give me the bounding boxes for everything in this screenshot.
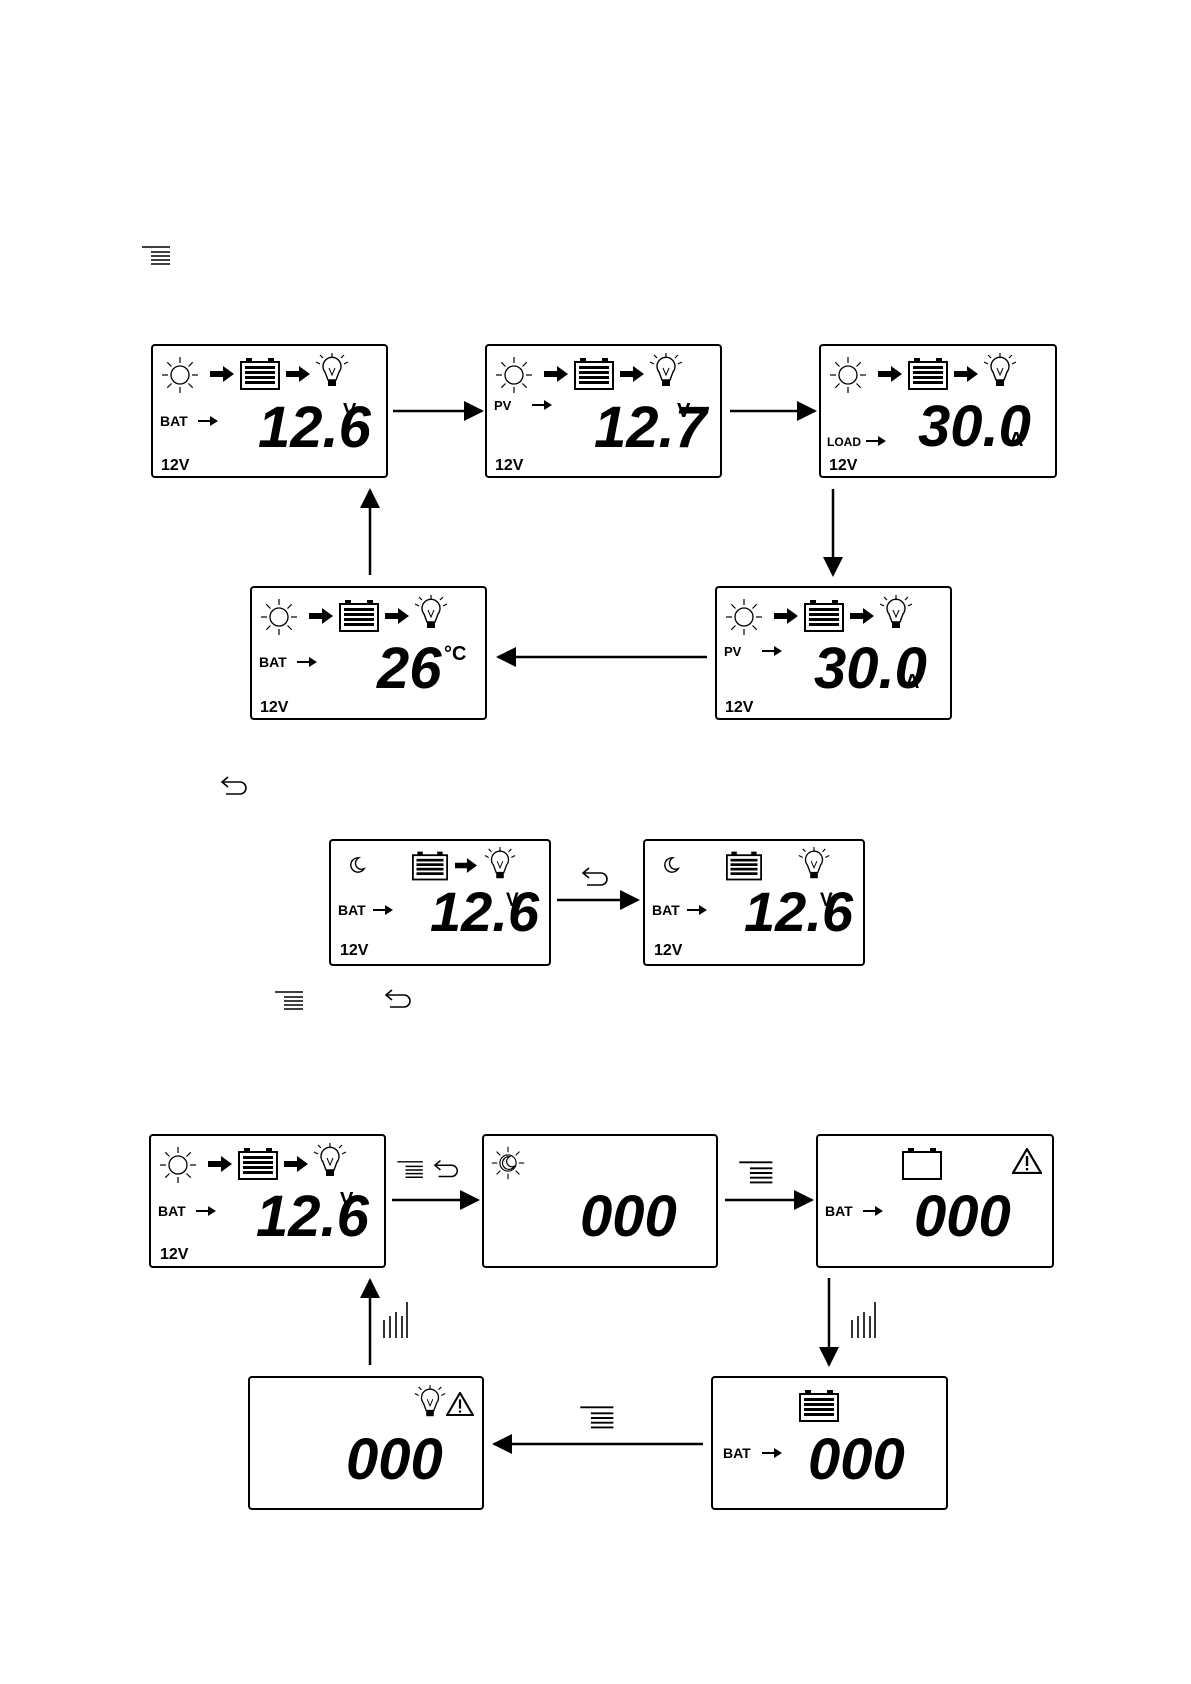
panel-unit: A <box>1009 429 1023 451</box>
return-icon <box>222 777 246 794</box>
menu-icon <box>275 992 303 1009</box>
bars-icon <box>852 1302 875 1338</box>
lcd-panel-pv-current: PV 30.0 A 12V <box>716 587 951 719</box>
panel-value: 12.6 <box>744 880 854 943</box>
panel-value: 000 <box>580 1184 677 1249</box>
lcd-panel-load-warning: 000 <box>249 1377 483 1509</box>
lcd-panel-pv-voltage: PV 12.7 V 12V <box>486 345 721 477</box>
panel-unit: V <box>677 400 691 422</box>
panel-label: BAT <box>259 654 287 670</box>
lcd-panel-battery-setting: BAT 000 <box>712 1377 947 1509</box>
return-icon <box>386 990 410 1007</box>
menu-icon <box>397 1162 422 1177</box>
panel-system-voltage: 12V <box>654 942 683 959</box>
menu-icon <box>580 1407 613 1427</box>
panel-value: 000 <box>346 1427 443 1492</box>
lcd-panel-battery-type: BAT 000 <box>817 1135 1053 1267</box>
panel-label: BAT <box>723 1445 751 1461</box>
panel-label: PV <box>724 644 742 659</box>
panel-system-voltage: 12V <box>340 942 369 959</box>
lcd-panel-load-current: LOAD 30.0 A 12V <box>820 345 1056 477</box>
lcd-panel-bat-voltage: BAT 12.6 V 12V <box>152 345 387 477</box>
return-icon <box>583 868 607 885</box>
panel-label: BAT <box>825 1203 853 1219</box>
panel-system-voltage: 12V <box>725 699 754 716</box>
panel-value: 000 <box>808 1427 905 1492</box>
panel-system-voltage: 12V <box>161 457 190 474</box>
menu-icon <box>142 247 170 264</box>
panel-label: BAT <box>158 1203 186 1219</box>
panel-system-voltage: 12V <box>160 1246 189 1263</box>
panel-value: 12.6 <box>430 880 540 943</box>
panel-value: 12.7 <box>594 395 710 460</box>
bars-icon <box>384 1302 407 1338</box>
menu-icon <box>739 1162 772 1182</box>
lcd-panel-setting-start: BAT 12.6 V 12V <box>150 1135 385 1267</box>
panel-label: LOAD <box>827 435 861 449</box>
panel-unit: V <box>506 890 519 911</box>
lcd-panel-night-on: BAT 12.6 V 12V <box>330 840 550 965</box>
lcd-panel-bat-temperature: BAT 26 °C 12V <box>251 587 486 719</box>
lcd-panel-night-off: BAT 12.6 V 12V <box>644 840 864 965</box>
lcd-panel-light-control: 000 <box>483 1135 717 1267</box>
panel-label: BAT <box>338 902 366 918</box>
panel-unit: V <box>340 1189 354 1211</box>
panel-unit: V <box>820 890 833 911</box>
panel-unit: °C <box>444 643 466 665</box>
panel-unit: V <box>343 400 357 422</box>
panel-system-voltage: 12V <box>495 457 524 474</box>
panel-system-voltage: 12V <box>260 699 289 716</box>
panel-unit: A <box>905 671 919 693</box>
panel-value: 000 <box>914 1184 1011 1249</box>
panel-label: BAT <box>160 413 188 429</box>
panel-system-voltage: 12V <box>829 457 858 474</box>
return-icon <box>435 1161 457 1177</box>
panel-value: 26 <box>376 636 442 701</box>
panel-label: PV <box>494 398 512 413</box>
panel-label: BAT <box>652 902 680 918</box>
